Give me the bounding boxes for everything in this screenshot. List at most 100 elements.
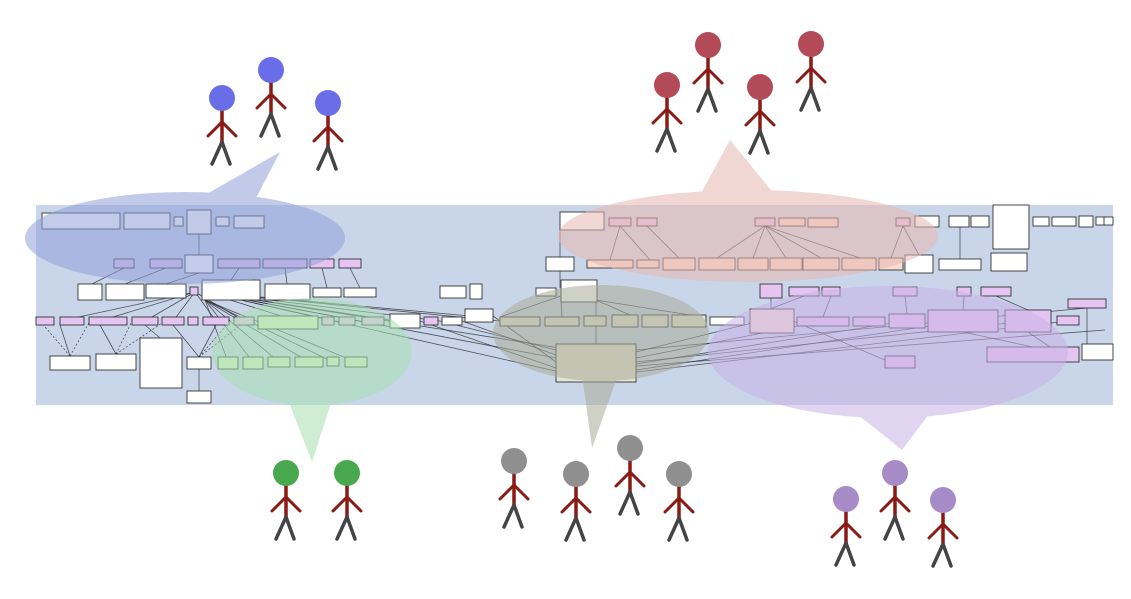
person-leg: [274, 515, 288, 541]
person-arm: [574, 496, 592, 514]
person-arm: [498, 483, 516, 501]
person-leg: [502, 503, 516, 529]
person-leg: [628, 490, 640, 516]
person-leg: [834, 541, 848, 567]
graph-node: [992, 204, 1030, 250]
person-arm: [270, 495, 288, 513]
graph-node: [1067, 298, 1107, 309]
speech-bubble-green-tail: [288, 400, 332, 462]
person-leg: [335, 515, 349, 541]
graph-node: [88, 316, 128, 326]
speech-bubble-gray: [493, 285, 709, 448]
person-icon-gray: [614, 435, 646, 516]
graph-edge: [99, 324, 117, 355]
person-arm: [677, 496, 695, 514]
person-icon-blue: [255, 57, 287, 138]
group-bubbles: [25, 140, 1068, 462]
speech-bubble-blue-body: [25, 192, 345, 284]
graph-node: [469, 283, 483, 300]
graph-edge: [198, 324, 217, 358]
person-leg: [941, 542, 953, 568]
person-icon-gray: [663, 461, 695, 542]
graph-node: [1056, 315, 1080, 326]
person-arm: [692, 67, 710, 85]
graph-node: [312, 287, 342, 298]
graph-node: [948, 215, 970, 228]
graph-edge: [115, 320, 166, 355]
person-leg: [665, 127, 677, 153]
graph-node: [145, 283, 187, 299]
person-leg: [564, 516, 578, 542]
person-leg: [696, 87, 710, 113]
graph-node: [186, 390, 212, 404]
graph-node: [938, 258, 982, 271]
graph-node: [187, 316, 199, 326]
person-leg: [655, 127, 669, 153]
graph-edge: [144, 291, 196, 322]
graph-node: [1081, 343, 1114, 361]
person-leg: [893, 515, 905, 541]
person-icon-blue: [312, 90, 344, 171]
speech-bubble-blue-tail: [205, 152, 280, 200]
graph-node: [139, 337, 183, 389]
person-leg: [667, 516, 681, 542]
person-arm: [284, 495, 302, 513]
person-leg: [326, 145, 338, 171]
graph-node: [77, 283, 103, 301]
person-arm: [269, 92, 287, 110]
person-arm: [744, 109, 762, 127]
person-arm: [331, 495, 349, 513]
person-arm: [326, 125, 344, 143]
person-arm: [614, 470, 632, 488]
person-leg: [210, 140, 224, 166]
graph-edge: [172, 324, 200, 358]
person-leg: [574, 516, 586, 542]
graph-node: [545, 256, 575, 272]
person-arm: [893, 495, 911, 513]
graph-node: [59, 316, 85, 326]
person-arm: [844, 521, 862, 539]
person-leg: [758, 129, 770, 155]
person-icon-gray: [498, 448, 530, 529]
person-arm: [312, 125, 330, 143]
graph-node: [1103, 216, 1114, 226]
graph-node: [441, 316, 463, 326]
person-icon-red: [692, 32, 724, 113]
person-leg: [677, 516, 689, 542]
person-head: [258, 57, 284, 83]
speech-bubble-violet-tail: [852, 410, 932, 450]
person-head: [798, 31, 824, 57]
graph-edge: [59, 324, 71, 357]
person-arm: [560, 496, 578, 514]
person-head: [833, 486, 859, 512]
graph-edge: [172, 291, 196, 322]
graph-node: [105, 283, 145, 301]
graph-node: [95, 353, 137, 371]
person-leg: [809, 86, 821, 112]
graph-edge: [69, 320, 91, 357]
graph-node: [990, 252, 1028, 272]
graph-node: [980, 286, 1012, 297]
speech-bubble-red-tail: [700, 140, 775, 195]
speech-bubble-gray-body: [493, 285, 709, 381]
person-icon-green: [331, 460, 363, 541]
graph-node: [970, 215, 990, 228]
person-leg: [259, 112, 273, 138]
graph-edge: [321, 267, 328, 289]
person-head: [501, 448, 527, 474]
person-head: [882, 460, 908, 486]
speech-bubble-red: [558, 140, 938, 282]
person-icon-red: [795, 31, 827, 112]
person-head: [666, 461, 692, 487]
graph-node: [759, 283, 783, 299]
person-leg: [512, 503, 524, 529]
person-arm: [758, 109, 776, 127]
speech-bubble-violet: [708, 286, 1068, 450]
person-leg: [618, 490, 632, 516]
graph-node: [1032, 216, 1050, 227]
graph-edge: [144, 324, 161, 339]
graph-node: [439, 285, 467, 299]
person-arm: [809, 66, 827, 84]
